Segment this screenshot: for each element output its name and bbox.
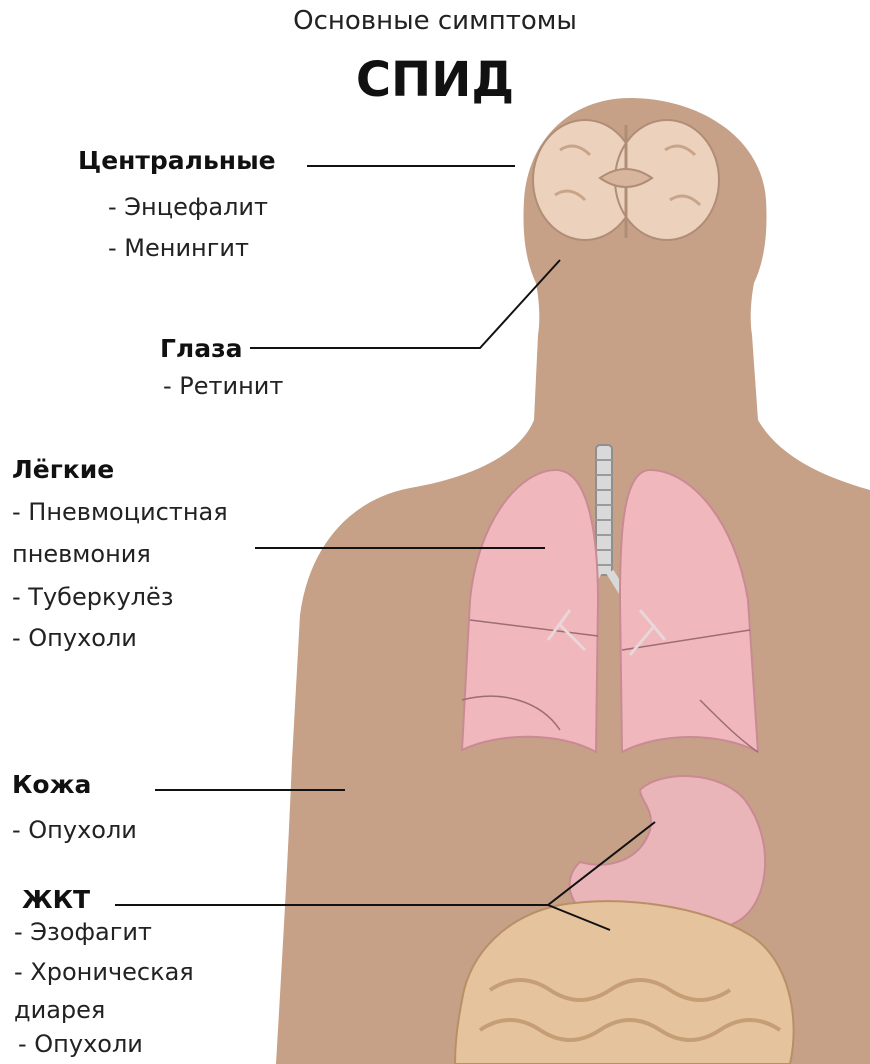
label-central-item: - Менингит — [108, 234, 249, 262]
label-lungs-item: - Туберкулёз — [12, 583, 174, 611]
label-central-heading: Центральные — [78, 146, 276, 175]
brain-illustration — [533, 120, 719, 240]
label-gi-item: - Опухоли — [18, 1030, 143, 1058]
label-gi-item: диарея — [14, 996, 105, 1024]
label-lungs-heading: Лёгкие — [12, 455, 114, 484]
label-skin-item: - Опухоли — [12, 816, 137, 844]
diagram-subtitle: Основные симптомы — [0, 6, 870, 36]
label-lungs-item: пневмония — [12, 540, 151, 568]
label-central-item: - Энцефалит — [108, 193, 268, 221]
label-lungs-item: - Пневмоцистная — [12, 498, 228, 526]
label-eyes-heading: Глаза — [160, 334, 243, 363]
label-eyes-item: - Ретинит — [163, 372, 283, 400]
label-skin-heading: Кожа — [12, 770, 91, 799]
diagram-title: СПИД — [0, 52, 870, 108]
label-gi-item: - Хроническая — [14, 958, 194, 986]
label-lungs-item: - Опухоли — [12, 624, 137, 652]
label-gi-heading: ЖКТ — [22, 885, 90, 914]
leader-line-eyes — [250, 260, 560, 348]
label-gi-item: - Эзофагит — [14, 918, 152, 946]
